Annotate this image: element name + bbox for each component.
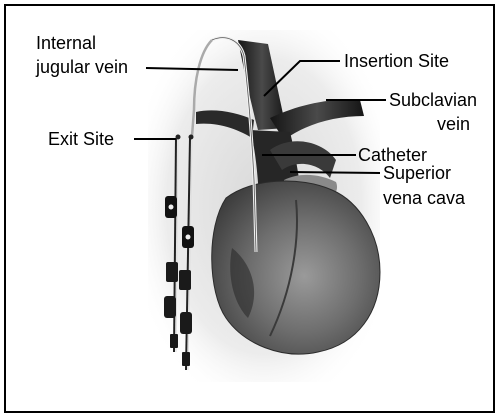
label-svc-line2: vena cava	[383, 188, 465, 209]
label-exit-site: Exit Site	[48, 129, 114, 150]
exit-site-marker	[176, 135, 181, 140]
label-subclavian-line2: vein	[437, 114, 470, 135]
label-insertion-site: Insertion Site	[344, 51, 449, 72]
label-internal-jugular-line1: Internal	[36, 33, 96, 54]
label-subclavian-line1: Subclavian	[389, 90, 477, 111]
label-internal-jugular-line2: jugular vein	[36, 57, 128, 78]
exit-site-marker-2	[189, 135, 194, 140]
label-svc-line1: Superior	[383, 163, 451, 184]
